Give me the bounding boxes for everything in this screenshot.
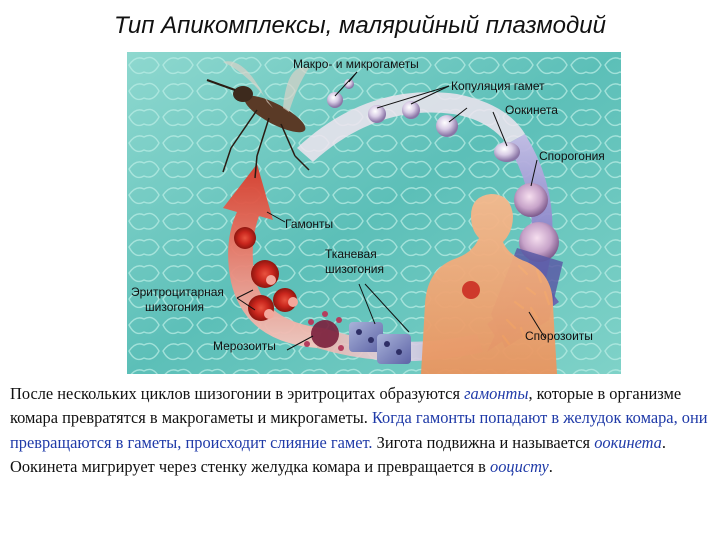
label-tissue-schizogony-2: шизогония xyxy=(325,262,384,276)
label-erythrocytic-schizogony-2: шизогония xyxy=(145,300,204,314)
red-blood-cells xyxy=(234,227,298,321)
tissue-cubes xyxy=(349,322,411,364)
caption-text-3: Зигота подвижна и называется xyxy=(372,432,595,452)
caption-term-oocyst: ооцисту xyxy=(490,456,549,476)
label-merozoites: Мерозоиты xyxy=(213,339,276,353)
caption-text-highlight: Когда гамонты попадают в желудок комара,… xyxy=(10,408,708,452)
caption-paragraph: После нескольких циклов шизогонии в эрит… xyxy=(10,382,710,479)
caption-text-2: , которые в организме комара превратятся… xyxy=(10,384,682,428)
human-figure xyxy=(421,194,557,374)
label-copulation: Копуляция гамет xyxy=(451,79,545,93)
label-ookinete: Оокинета xyxy=(505,103,558,117)
caption-text-4: . Оокинета мигрирует через стенку желудк… xyxy=(10,432,666,476)
page-title: Тип Апикомплексы, малярийный плазмодий xyxy=(114,12,606,39)
label-sporozoites: Спорозоиты xyxy=(525,329,593,343)
caption-term-ookinete: оокинета xyxy=(594,432,662,452)
caption-text-5: . xyxy=(548,456,553,476)
life-cycle-diagram: Макро- и микрогаметы Копуляция гамет Оок… xyxy=(127,52,621,374)
caption-text-1: После нескольких циклов шизогонии в эрит… xyxy=(10,384,465,403)
merozoite-burst xyxy=(304,311,344,351)
mosquito-icon xyxy=(206,61,310,179)
label-sporogony: Спорогония xyxy=(539,149,605,163)
label-gametes: Макро- и микрогаметы xyxy=(293,57,419,71)
label-tissue-schizogony-1: Тканевая xyxy=(325,247,377,261)
label-gamonts: Гамонты xyxy=(285,217,333,231)
label-erythrocytic-schizogony-1: Эритроцитарная xyxy=(131,285,224,299)
caption-term-gamonts: гамонты xyxy=(464,384,529,403)
label-pointers xyxy=(236,71,546,351)
